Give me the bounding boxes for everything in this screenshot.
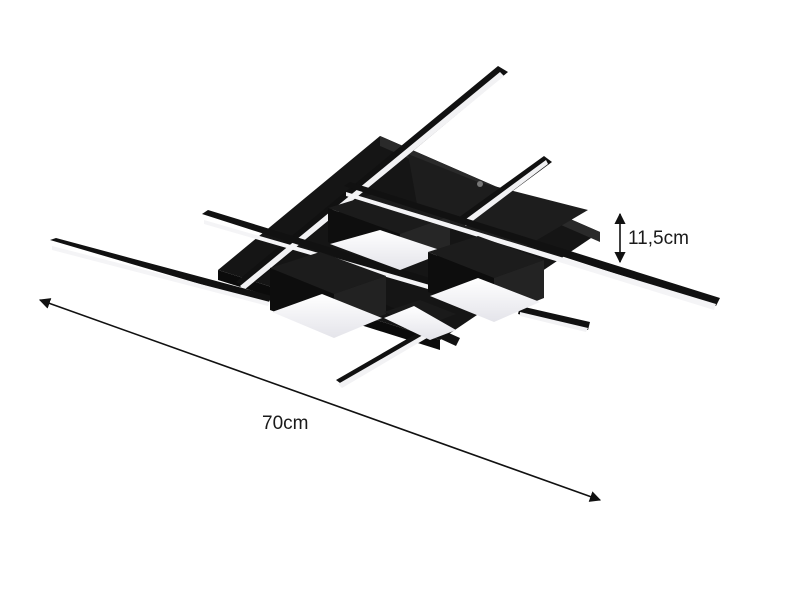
width-dimension-arrow [38, 298, 602, 502]
cube-lamp-back [328, 192, 450, 270]
height-label: 11,5cm [628, 228, 689, 249]
light-bar-right-lower [518, 306, 590, 332]
light-bar-mid-right [458, 156, 552, 226]
width-label: 70cm [262, 413, 309, 434]
light-bar-upper [236, 66, 508, 290]
light-bar-left [50, 238, 272, 306]
light-bar-long-right [344, 182, 720, 310]
